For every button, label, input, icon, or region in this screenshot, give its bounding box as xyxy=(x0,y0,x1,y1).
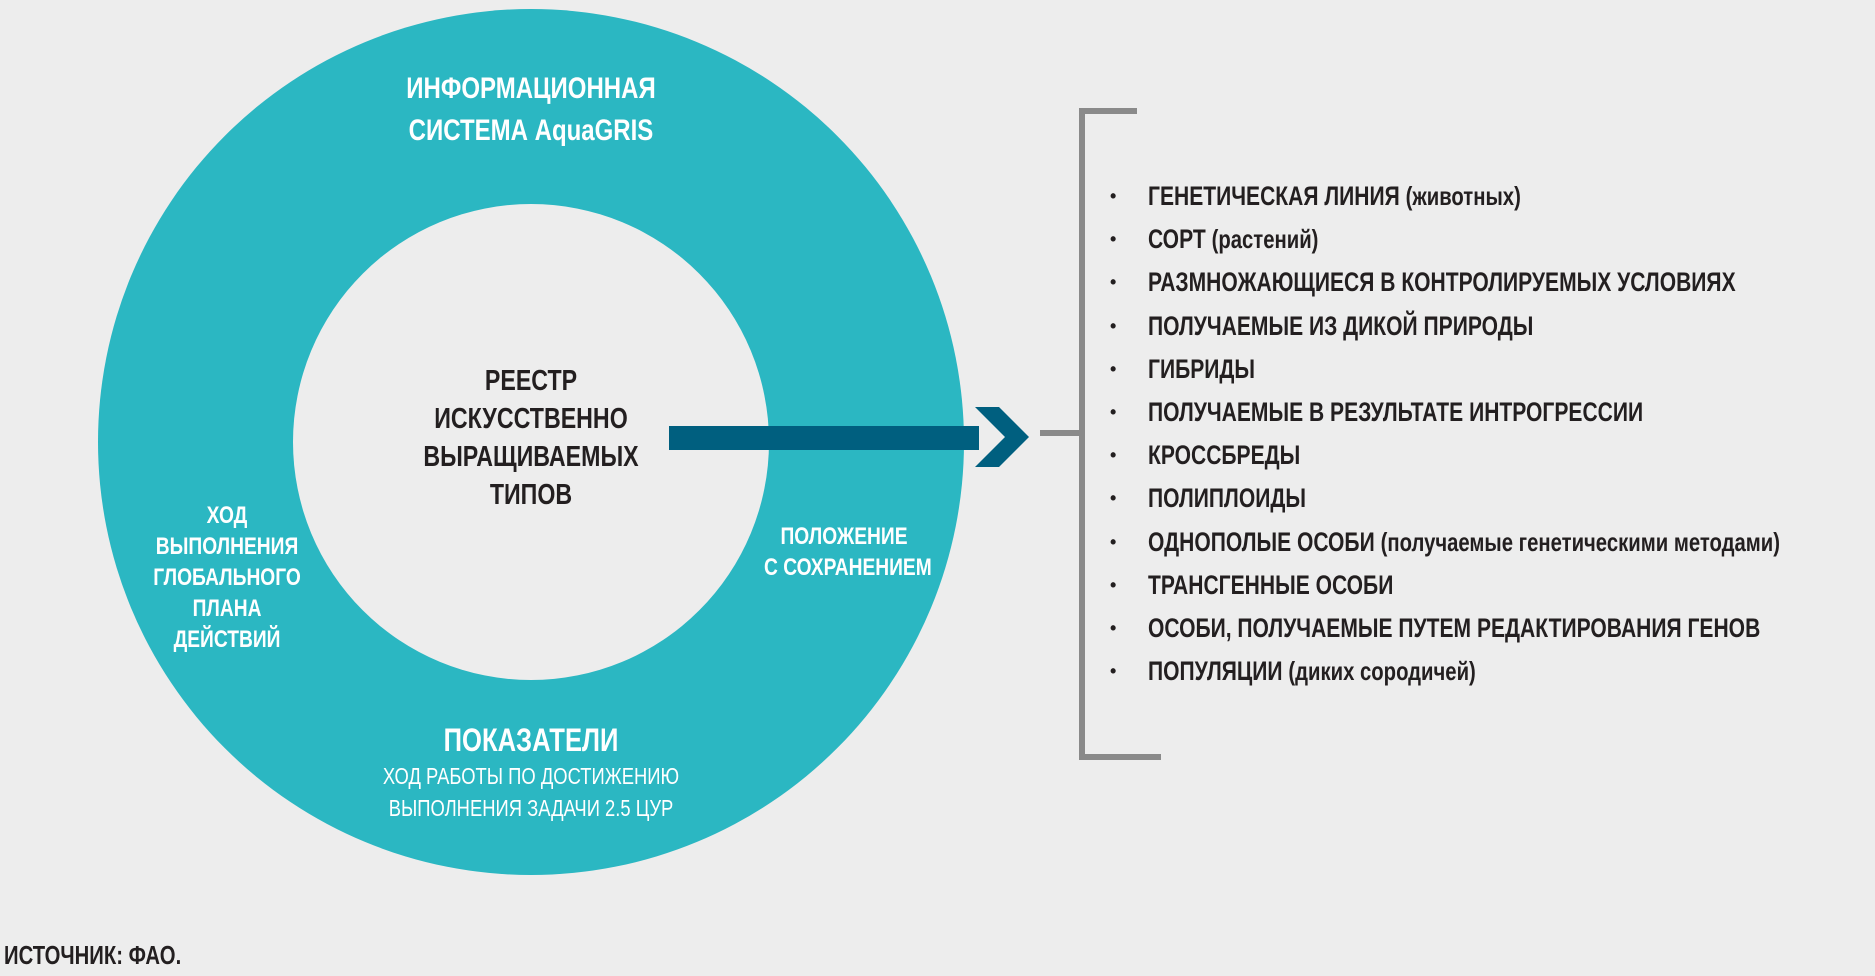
arrow-right-icon xyxy=(669,407,1029,467)
item-main: ПОПУЛЯЦИИ xyxy=(1148,656,1283,687)
list-item: • ПОЛУЧАЕМЫЕ ИЗ ДИКОЙ ПРИРОДЫ xyxy=(1110,305,1875,348)
label-line: ТИПОВ xyxy=(489,479,573,511)
list-item-text: ГЕНЕТИЧЕСКАЯ ЛИНИЯ (животных) xyxy=(1148,175,1521,218)
center-label: РЕЕСТР ИСКУССТВЕННО ВЫРАЩИВАЕМЫХ ТИПОВ xyxy=(411,362,651,514)
ring-top-label: ИНФОРМАЦИОННАЯ СИСТЕМА AquaGRIS xyxy=(371,68,691,152)
list-item: • КРОССБРЕДЫ xyxy=(1110,434,1875,477)
list-item: • ГЕНЕТИЧЕСКАЯ ЛИНИЯ (животных) xyxy=(1110,175,1875,218)
label-line: ПЛАНА xyxy=(192,595,262,622)
label-line: ВЫРАЩИВАЕМЫХ xyxy=(423,441,639,473)
list-item-text: ОСОБИ, ПОЛУЧАЕМЫЕ ПУТЕМ РЕДАКТИРОВАНИЯ Г… xyxy=(1148,607,1760,650)
item-note: (получаемые генетическими методами) xyxy=(1380,526,1780,557)
bullet-icon: • xyxy=(1110,186,1117,206)
label-line: ГЛОБАЛЬНОГО xyxy=(153,564,301,591)
source-note: ИСТОЧНИК: ФАО. xyxy=(4,940,182,970)
list-item-text: ТРАНСГЕННЫЕ ОСОБИ xyxy=(1148,564,1393,607)
item-main: ТРАНСГЕННЫЕ ОСОБИ xyxy=(1148,569,1394,600)
item-main: КРОССБРЕДЫ xyxy=(1148,440,1301,471)
list-item-text: ПОЛИПЛОИДЫ xyxy=(1148,477,1306,520)
bullet-icon: • xyxy=(1110,617,1117,638)
bracket-connector xyxy=(1040,430,1082,436)
ring-bottom-title: ПОКАЗАТЕЛИ xyxy=(443,722,619,758)
item-main: ПОЛУЧАЕМЫЕ В РЕЗУЛЬТАТЕ ИНТРОГРЕССИИ xyxy=(1148,396,1644,427)
item-note: (диких сородичей) xyxy=(1288,656,1476,687)
label-line: СИСТЕМА AquaGRIS xyxy=(408,114,654,147)
item-note: (растений) xyxy=(1211,224,1319,255)
list-item: • ТРАНСГЕННЫЕ ОСОБИ xyxy=(1110,564,1875,607)
label-line: РЕЕСТР xyxy=(484,365,578,397)
item-main: ГЕНЕТИЧЕСКАЯ ЛИНИЯ xyxy=(1148,181,1400,211)
list-item-text: КРОССБРЕДЫ xyxy=(1148,434,1300,477)
list-item: • ПОПУЛЯЦИИ (диких сородичей) xyxy=(1110,650,1875,693)
ring-bottom-subtitle: ХОД РАБОТЫ ПО ДОСТИЖЕНИЮ ВЫПОЛНЕНИЯ ЗАДА… xyxy=(371,760,691,824)
label-line: ВЫПОЛНЕНИЯ ЗАДАЧИ 2.5 ЦУР xyxy=(388,795,674,821)
list-item: • ОСОБИ, ПОЛУЧАЕМЫЕ ПУТЕМ РЕДАКТИРОВАНИЯ … xyxy=(1110,607,1875,650)
list-item-text: СОРТ (растений) xyxy=(1148,218,1318,261)
list-item: • ПОЛИПЛОИДЫ xyxy=(1110,477,1875,520)
list-item-text: ПОЛУЧАЕМЫЕ ИЗ ДИКОЙ ПРИРОДЫ xyxy=(1148,305,1533,348)
ring-right-label: ПОЛОЖЕНИЕ С СОХРАНЕНИЕМ xyxy=(764,521,932,583)
list-item-text: ПОПУЛЯЦИИ (диких сородичей) xyxy=(1148,650,1476,693)
bullet-icon: • xyxy=(1110,229,1117,250)
list-item: • СОРТ (растений) xyxy=(1110,218,1875,261)
item-main: ГИБРИДЫ xyxy=(1148,353,1256,384)
bullet-icon: • xyxy=(1110,531,1117,552)
label-line: ДЕЙСТВИЙ xyxy=(173,626,281,653)
bracket-top xyxy=(1079,108,1137,114)
list-item-text: РАЗМНОЖАЮЩИЕСЯ В КОНТРОЛИРУЕМЫХ УСЛОВИЯХ xyxy=(1148,261,1736,304)
list-item-text: ПОЛУЧАЕМЫЕ В РЕЗУЛЬТАТЕ ИНТРОГРЕССИИ xyxy=(1148,391,1643,434)
bullet-icon: • xyxy=(1110,358,1117,379)
item-main: СОРТ xyxy=(1148,224,1206,255)
label-line: ХОД xyxy=(206,502,248,529)
bullet-icon: • xyxy=(1110,272,1117,293)
bracket-bottom xyxy=(1079,754,1161,760)
label-line: ХОД РАБОТЫ ПО ДОСТИЖЕНИЮ xyxy=(382,763,680,789)
bracket-vertical xyxy=(1079,108,1085,760)
item-main: ПОЛИПЛОИДЫ xyxy=(1148,483,1306,514)
list-item: • ПОЛУЧАЕМЫЕ В РЕЗУЛЬТАТЕ ИНТРОГРЕССИИ xyxy=(1110,391,1875,434)
label-line: ВЫПОЛНЕНИЯ xyxy=(155,533,299,560)
item-main: РАЗМНОЖАЮЩИЕСЯ В КОНТРОЛИРУЕМЫХ УСЛОВИЯХ xyxy=(1148,267,1736,298)
list-item: • ОДНОПОЛЫЕ ОСОБИ (получаемые генетически… xyxy=(1110,521,1875,564)
item-main: ОДНОПОЛЫЕ ОСОБИ xyxy=(1148,526,1375,557)
bullet-icon: • xyxy=(1110,661,1117,682)
item-main: ОСОБИ, ПОЛУЧАЕМЫЕ ПУТЕМ РЕДАКТИРОВАНИЯ Г… xyxy=(1148,612,1761,643)
ring-left-label: ХОД ВЫПОЛНЕНИЯ ГЛОБАЛЬНОГО ПЛАНА ДЕЙСТВИ… xyxy=(147,500,307,655)
bullet-icon: • xyxy=(1110,445,1117,466)
type-list: • ГЕНЕТИЧЕСКАЯ ЛИНИЯ (животных) • СОРТ (рас… xyxy=(1110,175,1875,693)
bullet-icon: • xyxy=(1110,574,1117,595)
list-item: • ГИБРИДЫ xyxy=(1110,348,1875,391)
list-item-text: ГИБРИДЫ xyxy=(1148,348,1255,391)
label-line: ПОЛОЖЕНИЕ xyxy=(780,523,908,550)
list-item-text: ОДНОПОЛЫЕ ОСОБИ (получаемые генетическим… xyxy=(1148,521,1780,564)
bullet-icon: • xyxy=(1110,488,1117,509)
list-item: • РАЗМНОЖАЮЩИЕСЯ В КОНТРОЛИРУЕМЫХ УСЛОВИЯ… xyxy=(1110,261,1875,304)
label-line: ИНФОРМАЦИОННАЯ xyxy=(406,72,656,105)
item-main: ПОЛУЧАЕМЫЕ ИЗ ДИКОЙ ПРИРОДЫ xyxy=(1148,310,1534,341)
label-line: ИСКУССТВЕННО xyxy=(434,403,628,435)
label-line: С СОХРАНЕНИЕМ xyxy=(764,554,932,581)
bullet-icon: • xyxy=(1110,315,1117,336)
bullet-icon: • xyxy=(1110,401,1117,422)
item-note: (животных) xyxy=(1405,181,1521,211)
